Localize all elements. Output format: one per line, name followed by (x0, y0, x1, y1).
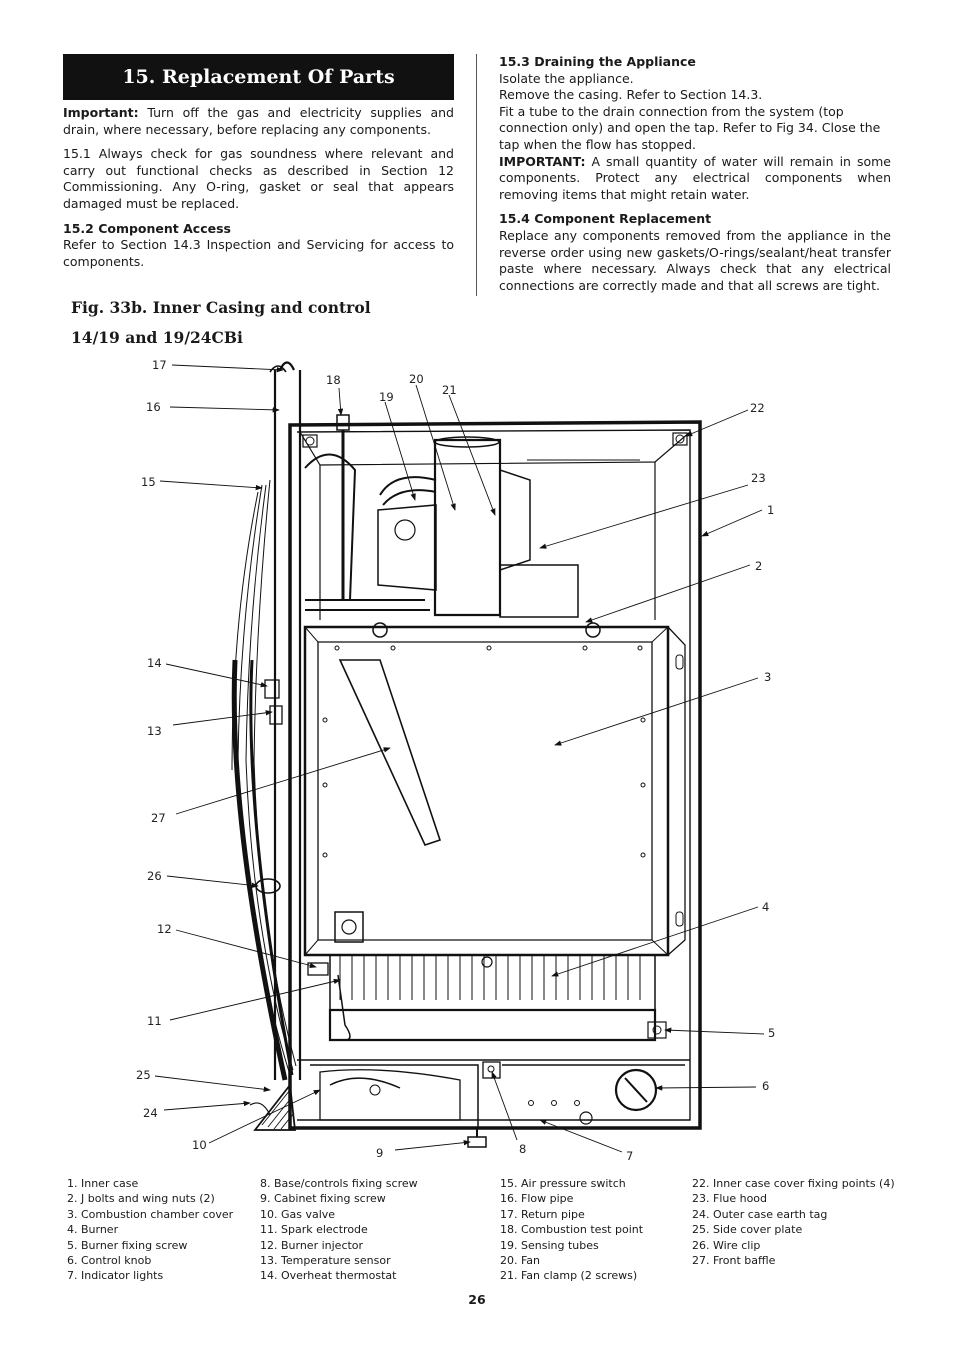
right-text-column: 15.3 Draining the Appliance Isolate the … (499, 54, 891, 302)
paragraph-15-1: 15.1 Always check for gas soundness wher… (63, 146, 454, 212)
legend-item: 18. Combustion test point (500, 1223, 644, 1237)
callout-16: 16 (146, 400, 161, 414)
callout-4: 4 (762, 900, 769, 914)
legend-item: 16. Flow pipe (500, 1192, 574, 1206)
legend-item: 13. Temperature sensor (260, 1254, 391, 1268)
callout-19: 19 (379, 390, 394, 404)
callout-8: 8 (519, 1142, 526, 1156)
legend-item: 27. Front baffle (692, 1254, 776, 1268)
legend-item: 6. Control knob (67, 1254, 152, 1268)
callout-11: 11 (147, 1014, 162, 1028)
callout-25: 25 (136, 1068, 151, 1082)
legend-column-3: 15. Air pressure switch 16. Flow pipe 17… (500, 1176, 643, 1284)
figure-title: Fig. 33b. Inner Casing and control (71, 298, 371, 317)
callout-18: 18 (326, 373, 341, 387)
legend-item: 4. Burner (67, 1223, 119, 1237)
legend-item: 11. Spark electrode (260, 1223, 368, 1237)
callout-13: 13 (147, 724, 162, 738)
callout-leaders (154, 364, 765, 1153)
legend-item: 17. Return pipe (500, 1207, 585, 1221)
important-label: Important: (63, 105, 139, 120)
legend-item: 3. Combustion chamber cover (67, 1207, 234, 1221)
important-label: IMPORTANT: (499, 153, 586, 169)
callout-20: 20 (409, 372, 424, 386)
callout-24: 24 (143, 1106, 158, 1120)
column-divider (476, 54, 477, 296)
callout-7: 7 (626, 1149, 633, 1163)
legend-item: 22. Inner case cover fixing points (4) (692, 1177, 895, 1190)
heading-15-3: 15.3 Draining the Appliance (499, 54, 696, 69)
legend-item: 9. Cabinet fixing screw (260, 1192, 386, 1206)
legend-item: 5. Burner fixing screw (67, 1238, 188, 1252)
callout-14: 14 (147, 656, 162, 670)
callout-3: 3 (764, 670, 771, 684)
callout-15: 15 (141, 475, 156, 489)
paragraph-15-3-b: Remove the casing. Refer to Section 14.3… (499, 87, 763, 103)
callout-22: 22 (750, 401, 765, 415)
legend-column-1: 1. Inner case 2. J bolts and wing nuts (… (67, 1176, 233, 1284)
important-note: Important: Turn off the gas and electric… (63, 105, 454, 138)
callout-17: 17 (152, 358, 167, 372)
legend-item: 26. Wire clip (692, 1238, 761, 1252)
callout-6: 6 (762, 1079, 769, 1093)
legend-item: 12. Burner injector (260, 1238, 364, 1252)
callout-9: 9 (376, 1146, 383, 1160)
paragraph-15-3-a: Isolate the appliance. (499, 70, 634, 86)
legend-column-2: 8. Base/controls fixing screw 9. Cabinet… (260, 1176, 418, 1284)
page-number: 26 (468, 1292, 486, 1307)
callout-10: 10 (192, 1138, 207, 1152)
paragraph-number: 15.1 (63, 146, 91, 162)
paragraph-15-3-c: Fit a tube to the drain connection from … (499, 103, 881, 152)
legend-item: 20. Fan (500, 1254, 541, 1268)
callout-numbers: 17 18 20 19 21 22 16 15 23 1 2 14 3 13 2… (136, 358, 775, 1163)
legend-item: 25. Side cover plate (692, 1223, 803, 1237)
callout-27: 27 (151, 811, 166, 825)
important-text: A small quantity of water will remain in… (499, 153, 891, 202)
heading-15-4: 15.4 Component Replacement (499, 211, 712, 227)
legend-item: 19. Sensing tubes (500, 1238, 599, 1252)
section-title-banner: 15. Replacement Of Parts (63, 54, 454, 100)
callout-26: 26 (147, 869, 162, 883)
legend-item: 24. Outer case earth tag (692, 1207, 828, 1221)
paragraph-15-2: Refer to Section 14.3 Inspection and Ser… (63, 237, 454, 269)
legend-column-4: 22. Inner case cover fixing points (4) 2… (692, 1176, 895, 1268)
left-text-column: 15. Replacement Of Parts Important: Turn… (63, 54, 454, 278)
callout-2: 2 (755, 559, 762, 573)
figure-subtitle: 14/19 and 19/24CBi (71, 328, 243, 347)
appliance-drawing (231, 361, 702, 1148)
legend-item: 23. Flue hood (692, 1192, 768, 1206)
callout-5: 5 (768, 1026, 775, 1040)
callout-21: 21 (442, 383, 457, 397)
legend-item: 7. Indicator lights (67, 1269, 164, 1283)
heading-15-2: 15.2 Component Access (63, 220, 231, 236)
important-text: Turn off the gas and electricity supplie… (63, 105, 454, 137)
paragraph-15-4: Replace any components removed from the … (499, 227, 891, 293)
legend-item: 1. Inner case (67, 1177, 139, 1190)
paragraph-text: Always check for gas soundness where rel… (63, 146, 454, 211)
legend-item: 14. Overheat thermostat (260, 1269, 397, 1283)
callout-1: 1 (767, 503, 774, 517)
legend-item: 15. Air pressure switch (500, 1177, 626, 1190)
legend-item: 21. Fan clamp (2 screws) (500, 1269, 638, 1283)
legend-item: 8. Base/controls fixing screw (260, 1177, 418, 1190)
callout-12: 12 (157, 922, 172, 936)
legend-item: 2. J bolts and wing nuts (2) (67, 1192, 215, 1206)
section-title: 15. Replacement Of Parts (122, 66, 395, 88)
paragraph-15-3-important: IMPORTANT: A small quantity of water wil… (499, 154, 891, 204)
legend-item: 10. Gas valve (260, 1207, 336, 1221)
callout-23: 23 (751, 471, 766, 485)
